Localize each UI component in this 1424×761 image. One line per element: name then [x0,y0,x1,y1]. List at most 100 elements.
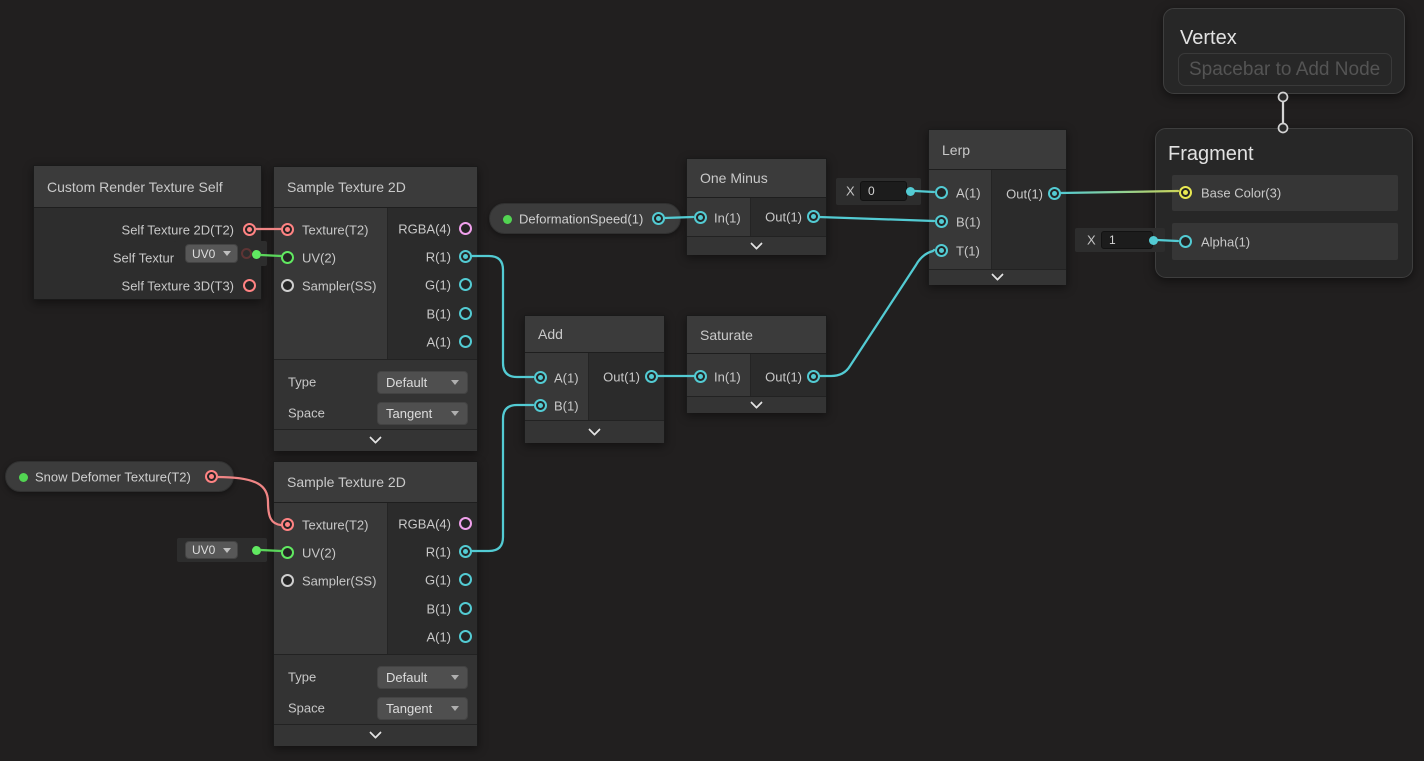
x-component-label: X [1087,232,1096,248]
node-lerp[interactable]: Lerp A(1) B(1) T(1) Out(1) [928,129,1067,285]
fragment-title: Fragment [1168,143,1254,165]
port-out[interactable] [1048,187,1061,200]
port-rgba-output[interactable] [459,222,472,235]
type-dropdown[interactable]: Default [377,666,468,689]
default-connector-dot [1149,236,1158,245]
float-input-field[interactable]: 1 [1101,231,1153,249]
base-color-label: Base Color(3) [1201,185,1282,201]
port-b[interactable] [534,399,547,412]
port-base-color[interactable] [1179,186,1192,199]
output-label-out: Out(1) [603,369,640,385]
input-label-uv: UV(2) [302,250,336,266]
output-label-g: G(1) [425,277,451,293]
node-fragment-block[interactable]: Fragment Base Color(3) Alpha(1) [1155,128,1413,278]
covered-port [241,248,252,259]
port-a-output[interactable] [459,630,472,643]
property-snow-deformer-texture[interactable]: Snow Defomer Texture(T2) [5,461,234,492]
input-label-b: B(1) [956,214,981,230]
default-connector-dot [252,546,261,555]
control-label-type: Type [288,374,317,390]
alpha-label: Alpha(1) [1201,234,1251,250]
port-self-texture-3d-output[interactable] [243,279,256,292]
port-b-output[interactable] [459,602,472,615]
node-title: Sample Texture 2D [274,167,477,208]
input-label-texture: Texture(T2) [302,222,369,238]
space-dropdown[interactable]: Tangent [377,402,468,425]
port-rgba-output[interactable] [459,517,472,530]
port-b-output[interactable] [459,307,472,320]
input-label-b: B(1) [554,398,579,414]
wire-saturate-to-lerp-t[interactable] [817,248,936,378]
port-g-output[interactable] [459,573,472,586]
collapse-button[interactable] [687,395,826,413]
float-input-field[interactable]: 0 [860,181,907,201]
wire-oneminus-to-lerp-b[interactable] [817,215,936,223]
port-r-output[interactable] [459,250,472,263]
node-title: One Minus [687,159,826,198]
node-vertex-block[interactable]: Vertex Spacebar to Add Node [1163,8,1405,94]
node-add[interactable]: Add A(1) B(1) Out(1) [524,315,665,443]
output-label-b: B(1) [426,601,451,617]
type-dropdown[interactable]: Default [377,371,468,394]
chevron-down-icon [750,395,763,409]
port-a[interactable] [534,371,547,384]
output-label-out: Out(1) [765,209,802,225]
output-label-out: Out(1) [1006,186,1043,202]
port-in[interactable] [694,211,707,224]
chevron-down-icon [369,726,382,740]
port-texture-input[interactable] [281,518,294,531]
collapse-button[interactable] [687,236,826,255]
collapse-button[interactable] [929,268,1066,285]
port-a-output[interactable] [459,335,472,348]
port-property-output[interactable] [205,470,218,483]
collapse-button[interactable] [274,429,477,451]
output-label-rgba: RGBA(4) [398,516,451,532]
chevron-down-icon [750,236,763,250]
port-b[interactable] [935,215,948,228]
node-title: Sample Texture 2D [274,462,477,503]
port-sampler-input[interactable] [281,574,294,587]
uv-channel-dropdown[interactable]: UV0 [185,244,238,263]
port-a[interactable] [935,186,948,199]
node-custom-render-texture-self[interactable]: Custom Render Texture Self Self Texture … [33,165,262,300]
x-component-label: X [846,183,855,199]
chevron-down-icon [223,547,231,553]
node-one-minus[interactable]: One Minus In(1) Out(1) [686,158,827,255]
collapse-button[interactable] [525,420,664,443]
port-texture-input[interactable] [281,223,294,236]
port-property-output[interactable] [652,212,665,225]
node-saturate[interactable]: Saturate In(1) Out(1) [686,315,827,413]
port-out[interactable] [807,210,820,223]
output-label-a: A(1) [426,334,451,350]
chevron-down-icon [451,706,459,711]
port-uv-input[interactable] [281,251,294,264]
port-uv-input[interactable] [281,546,294,559]
property-deformation-speed[interactable]: DeformationSpeed(1) [489,203,681,234]
input-label-texture: Texture(T2) [302,517,369,533]
input-label-in: In(1) [714,369,741,385]
input-label-uv: UV(2) [302,545,336,561]
float-default-widget-alpha: X 1 [1075,228,1165,252]
chevron-down-icon [223,251,231,256]
space-dropdown[interactable]: Tangent [377,697,468,720]
port-self-texture-2d-output[interactable] [243,223,256,236]
input-label-t: T(1) [956,243,980,259]
node-sample-texture-2d-1[interactable]: Sample Texture 2D Texture(T2) UV(2) Samp… [273,166,478,451]
port-r-output[interactable] [459,545,472,558]
port-in[interactable] [694,370,707,383]
uv-default-widget-1: UV0 [174,241,267,266]
port-alpha[interactable] [1179,235,1192,248]
alpha-row [1172,223,1398,260]
node-sample-texture-2d-2[interactable]: Sample Texture 2D Texture(T2) UV(2) Samp… [273,461,478,746]
port-out[interactable] [807,370,820,383]
uv-channel-dropdown[interactable]: UV0 [185,541,238,559]
node-controls: Type Space Default Tangent [274,654,477,724]
collapse-button[interactable] [274,724,477,746]
port-t[interactable] [935,244,948,257]
spacebar-add-node-hint[interactable]: Spacebar to Add Node [1178,53,1392,86]
port-g-output[interactable] [459,278,472,291]
port-sampler-input[interactable] [281,279,294,292]
port-out[interactable] [645,370,658,383]
node-title: Add [525,316,664,353]
